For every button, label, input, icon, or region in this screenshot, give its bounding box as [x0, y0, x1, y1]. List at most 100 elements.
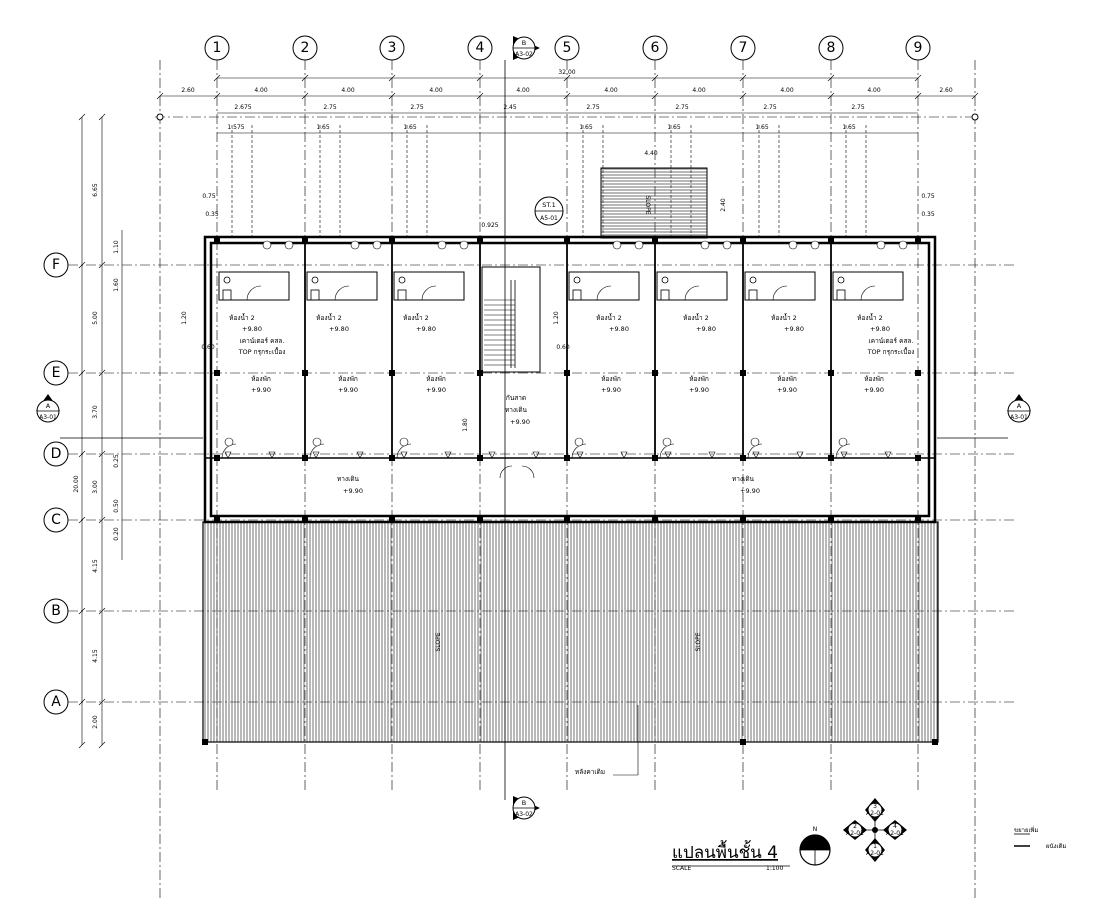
grid-bubble-column-3: 3 [379, 35, 405, 61]
structural-column [214, 370, 220, 376]
structural-column [389, 237, 395, 243]
window-marker [400, 451, 408, 459]
unit-2-labels: ห้องน้ำ 2 +9.80 ห้องพัก +9.90 [316, 313, 358, 394]
bathroom-wall [568, 271, 640, 301]
grid-bubble-column-2: 2 [292, 35, 318, 61]
sub-bay-dimension: 2.75 [323, 104, 337, 111]
structural-column [564, 517, 570, 523]
grid-label: B [51, 603, 61, 619]
walls [202, 235, 938, 745]
dimension-tick [301, 92, 309, 100]
door-swing [334, 285, 350, 301]
elevation-key-icon: 3 A2-01 2 A2-01 4 A2-01 1 A2-01 [843, 798, 907, 862]
section-marker-right: A A3-01 [1007, 394, 1031, 423]
bay-dimension: 4.00 [254, 87, 268, 94]
dimension-tick [476, 74, 484, 82]
bathroom-wall [393, 271, 465, 301]
scale-label: SCALE [672, 865, 691, 872]
svg-text:4: 4 [893, 823, 897, 830]
left-dimension: 4.15 [92, 649, 99, 663]
sub-bay-dimension: 2.45 [503, 104, 517, 111]
svg-text:+9.90: +9.90 [343, 487, 363, 495]
window-tag [284, 240, 294, 250]
dimension-tick [563, 92, 571, 100]
dimension-tick [739, 74, 747, 82]
small-bay-dimension: 1.575 [227, 124, 244, 131]
structural-column [302, 237, 308, 243]
structural-column [214, 237, 220, 243]
grid-label: D [51, 446, 62, 462]
svg-text:+9.90: +9.90 [740, 487, 760, 495]
grid-bubble-column-5: 5 [554, 35, 580, 61]
toilet-fixture [223, 276, 231, 284]
dimension-tick [388, 74, 396, 82]
svg-text:SLOPE: SLOPE [695, 632, 702, 651]
door-tag [750, 437, 760, 447]
bay-dimension: 4.00 [867, 87, 881, 94]
misc-dimension: 1.10 [113, 240, 120, 254]
door-tag [838, 437, 848, 447]
toilet-fixture [573, 276, 581, 284]
sub-bay-dimension: 2.75 [586, 104, 600, 111]
svg-text:A: A [46, 402, 51, 410]
dimension-tick [78, 516, 86, 524]
window-marker [708, 451, 716, 459]
door-swing [396, 443, 412, 459]
dimension-tick [563, 74, 571, 82]
bay-dimension: 4.00 [516, 87, 530, 94]
door-tag [312, 437, 322, 447]
toilet-fixture [398, 276, 406, 284]
svg-text:ห้องพัก: ห้องพัก [601, 375, 621, 383]
bay-dimension: 4.00 [692, 87, 706, 94]
dimension-texts: 32.00 2.60 4.00 4.00 4.00 4.00 4.00 4.00… [73, 69, 953, 729]
structural-column [932, 739, 938, 745]
door-swing [421, 285, 437, 301]
sub-bay-dimension: 2.75 [851, 104, 865, 111]
window-tag [700, 240, 710, 250]
svg-text:A2-01: A2-01 [886, 830, 904, 837]
window-marker [796, 451, 804, 459]
dimension-tick [914, 74, 922, 82]
grid-bubble-row-D: D [43, 441, 69, 467]
dimension-tick [213, 92, 221, 100]
misc-dimension: 0.60 [201, 344, 215, 351]
svg-text:+9.80: +9.80 [242, 325, 262, 333]
misc-dimension: 0.25 [113, 454, 120, 468]
grid-label: 2 [301, 40, 310, 56]
svg-text:+9.80: +9.80 [784, 325, 804, 333]
structural-column [302, 455, 308, 461]
svg-text:A3-01: A3-01 [1010, 414, 1028, 421]
window-marker [752, 451, 760, 459]
svg-text:ห้องน้ำ 2: ห้องน้ำ 2 [857, 313, 883, 322]
door-tag [574, 437, 584, 447]
door-tag [399, 437, 409, 447]
window-tag [459, 240, 469, 250]
dimension-tick [98, 450, 106, 458]
door-swing [835, 443, 851, 459]
svg-text:ทางเดิน: ทางเดิน [337, 475, 360, 483]
corridor-labels: ทางเดิน +9.90 ทางเดิน +9.90 [337, 475, 760, 495]
structural-column [740, 739, 746, 745]
structural-column [915, 455, 921, 461]
sub-bay-dimension: 2.675 [234, 104, 251, 111]
window-tag [350, 240, 360, 250]
toilet-fixture [749, 276, 757, 284]
svg-text:N: N [813, 826, 818, 833]
svg-text:+9.90: +9.90 [338, 386, 358, 394]
window-tag [262, 240, 272, 250]
svg-text:ห้องพัก: ห้องพัก [251, 375, 271, 383]
dimension-tick [98, 261, 106, 269]
grid-bubble-column-1: 1 [204, 35, 230, 61]
svg-text:ทางเดิน: ทางเดิน [732, 475, 755, 483]
door-swing [684, 285, 700, 301]
svg-text:2: 2 [853, 823, 857, 830]
svg-text:+9.90: +9.90 [426, 386, 446, 394]
misc-dimension: 0.35 [921, 211, 935, 218]
dimension-tick [827, 92, 835, 100]
slope-labels: SLOPE SLOPE SLOPE [435, 195, 702, 651]
double-door-swing [499, 465, 535, 479]
stair-width-dimension: 4.40 [644, 150, 658, 157]
window-marker [532, 451, 540, 459]
window-marker [664, 451, 672, 459]
exterior-wall-inner [209, 241, 931, 518]
